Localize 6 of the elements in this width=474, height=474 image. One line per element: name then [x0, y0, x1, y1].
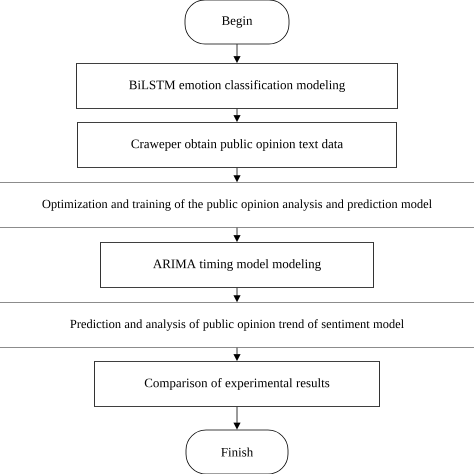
process-box: ARIMA timing model modeling — [100, 242, 374, 288]
process-box: BiLSTM emotion classification modeling — [76, 63, 398, 109]
process-band: Prediction and analysis of public opinion trend of sentiment model — [0, 302, 474, 348]
process-band: Optimization and training of the public opinion analysis and prediction model — [0, 182, 474, 228]
process-box: Comparison of experimental results — [94, 361, 380, 407]
process-box: Craweper obtain public opinion text data — [77, 122, 397, 168]
